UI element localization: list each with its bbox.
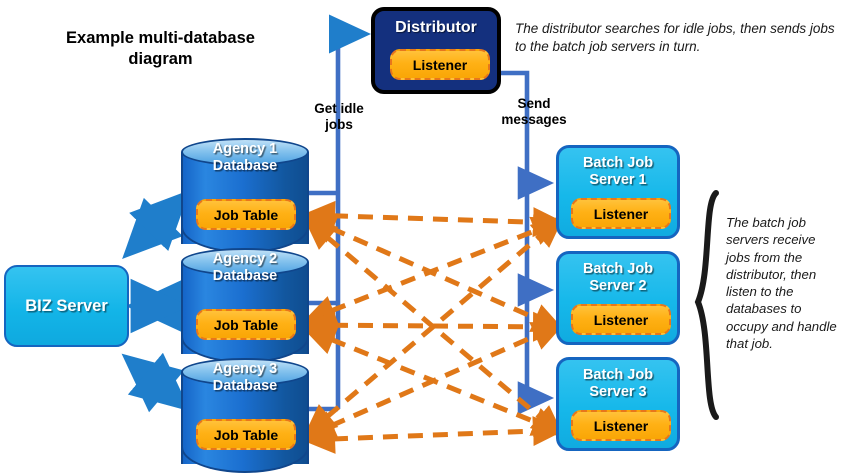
- node-agency-database-1[interactable]: Agency 1 Database Job Table: [181, 138, 309, 253]
- batch-server-title-1: Batch Job Server 1: [582, 155, 654, 188]
- node-batch-job-server-2[interactable]: Batch Job Server 2 Listener: [556, 251, 680, 345]
- job-table-chip-1[interactable]: Job Table: [196, 199, 296, 230]
- batch-server-title-2: Batch Job Server 2: [582, 261, 654, 294]
- distributor-title: Distributor: [395, 19, 477, 36]
- node-agency-database-2[interactable]: Agency 2 Database Job Table: [181, 248, 309, 363]
- curly-brace-icon: [694, 190, 719, 420]
- cylinder-top: [181, 358, 309, 386]
- database-title-1: Agency 1 Database: [212, 141, 278, 175]
- label-get-idle-jobs: Get idle jobs: [314, 101, 364, 132]
- cylinder-bottom: [181, 447, 309, 473]
- listener-chip-2[interactable]: Listener: [571, 304, 671, 335]
- job-table-chip-3[interactable]: Job Table: [196, 419, 296, 450]
- node-batch-job-server-1[interactable]: Batch Job Server 1 Listener: [556, 145, 680, 239]
- database-title-2: Agency 2 Database: [212, 251, 278, 285]
- node-distributor[interactable]: Distributor Listener: [371, 7, 501, 94]
- distributor-listener-chip[interactable]: Listener: [390, 49, 490, 80]
- node-batch-job-server-3[interactable]: Batch Job Server 3 Listener: [556, 357, 680, 451]
- note-distributor: The distributor searches for idle jobs, …: [515, 21, 835, 54]
- cylinder-top: [181, 138, 309, 166]
- note-batch-servers: The batch job servers receive jobs from …: [726, 215, 837, 351]
- biz-server-label: BIZ Server: [25, 296, 108, 315]
- job-table-chip-2[interactable]: Job Table: [196, 309, 296, 340]
- cylinder-top: [181, 248, 309, 276]
- listener-chip-1[interactable]: Listener: [571, 198, 671, 229]
- batch-server-title-3: Batch Job Server 3: [582, 367, 654, 400]
- node-biz-server[interactable]: BIZ Server: [4, 265, 129, 347]
- database-title-3: Agency 3 Database: [212, 361, 278, 395]
- label-send-messages: Send messages: [501, 96, 567, 127]
- listener-chip-3[interactable]: Listener: [571, 410, 671, 441]
- node-agency-database-3[interactable]: Agency 3 Database Job Table: [181, 358, 309, 473]
- page-title: Example multi-database diagram: [66, 29, 255, 69]
